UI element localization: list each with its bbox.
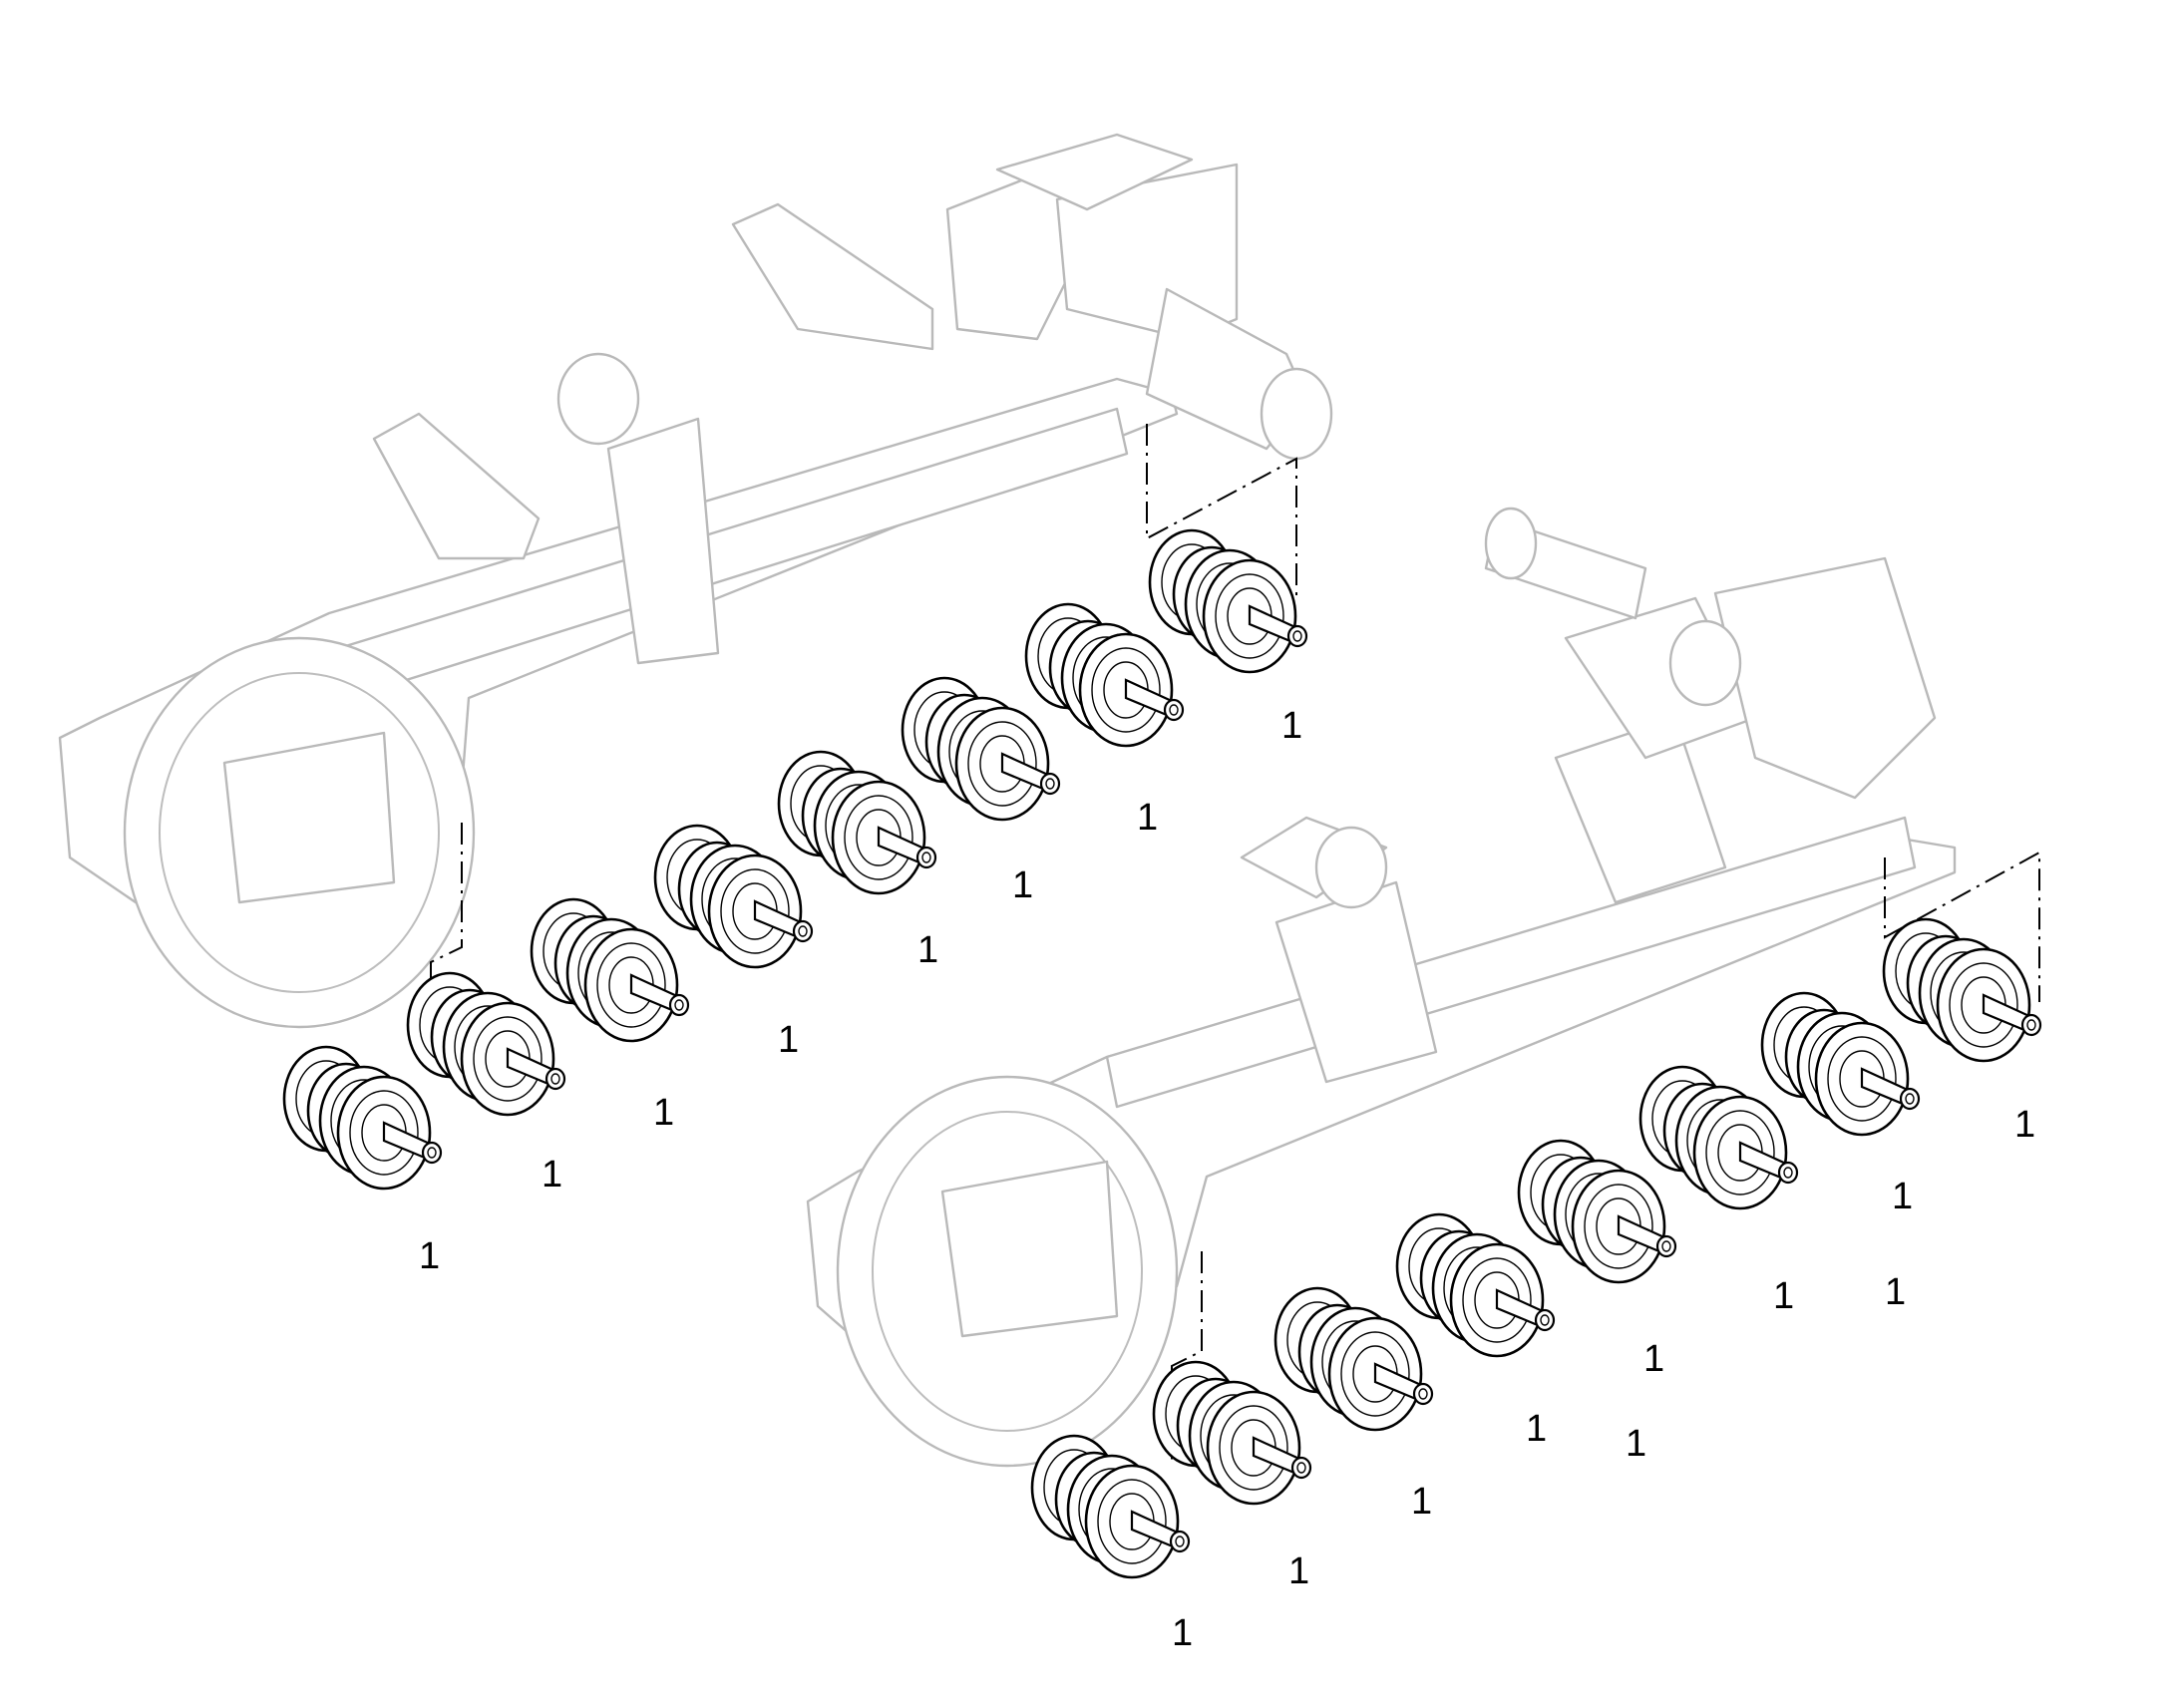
callout-label: 1 bbox=[1643, 1338, 1664, 1380]
callout-labels: 1 1 1 1 1 1 1 1 1 1 1 1 1 1 1 1 1 1 bbox=[419, 705, 2035, 1654]
callout-label: 1 bbox=[419, 1235, 440, 1277]
track-roller bbox=[1030, 1434, 1191, 1579]
track-roller bbox=[1273, 1286, 1434, 1432]
callout-label: 1 bbox=[1885, 1271, 1906, 1313]
track-roller bbox=[653, 824, 814, 969]
callout-label: 1 bbox=[1281, 705, 1302, 747]
leader-line-left-rear bbox=[1146, 424, 1297, 598]
callout-label: 1 bbox=[1172, 1612, 1193, 1654]
track-roller bbox=[1760, 991, 1921, 1137]
track-roller bbox=[1517, 1139, 1677, 1284]
callout-label: 1 bbox=[917, 929, 938, 971]
callout-label: 1 bbox=[1137, 797, 1158, 839]
leader-line-right-rear bbox=[1884, 851, 2040, 1002]
track-roller bbox=[1395, 1212, 1556, 1358]
leader-line-right-front bbox=[1171, 1251, 1203, 1466]
callout-label: 1 bbox=[1526, 1408, 1547, 1450]
callout-label: 1 bbox=[1626, 1423, 1646, 1465]
track-roller bbox=[1152, 1360, 1312, 1506]
track-frame-left bbox=[58, 133, 1333, 1029]
callout-label: 1 bbox=[1773, 1275, 1794, 1317]
track-roller bbox=[901, 676, 1061, 822]
track-rollers bbox=[282, 528, 2042, 1579]
track-roller bbox=[1148, 528, 1308, 674]
track-roller bbox=[530, 897, 690, 1043]
callout-label: 1 bbox=[1411, 1481, 1432, 1523]
callout-label: 1 bbox=[778, 1019, 799, 1061]
track-roller bbox=[777, 750, 937, 895]
track-frame-right bbox=[806, 507, 1957, 1468]
callout-label: 1 bbox=[2014, 1104, 2035, 1146]
track-roller bbox=[406, 971, 566, 1117]
callout-label: 1 bbox=[1012, 864, 1033, 906]
callout-label: 1 bbox=[1892, 1176, 1913, 1217]
track-roller bbox=[1024, 602, 1185, 748]
callout-label: 1 bbox=[1288, 1550, 1309, 1592]
track-roller bbox=[1882, 917, 2042, 1063]
track-roller bbox=[282, 1045, 443, 1191]
callout-label: 1 bbox=[542, 1154, 562, 1196]
callout-label: 1 bbox=[653, 1092, 674, 1134]
track-roller bbox=[1638, 1065, 1799, 1210]
